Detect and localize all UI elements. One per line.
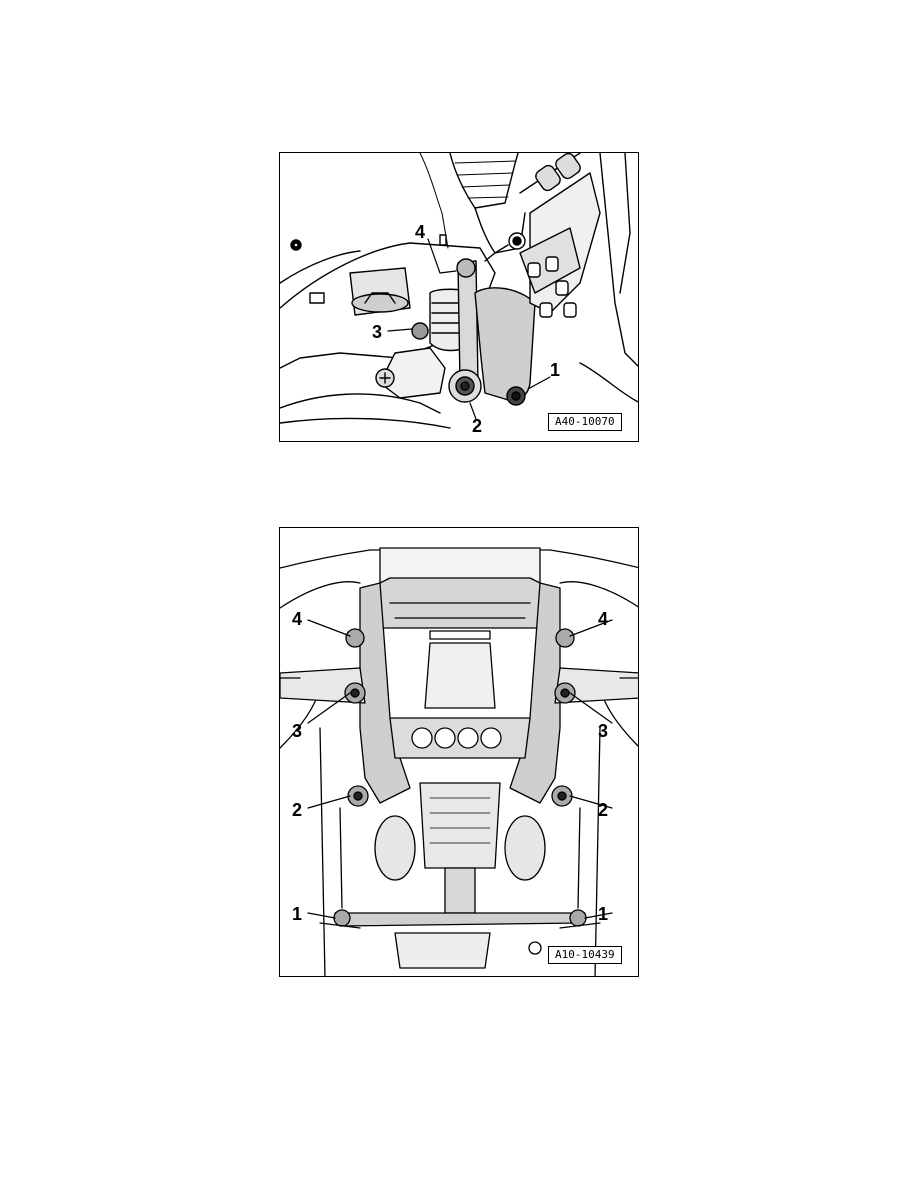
callout-right-4: 4 <box>598 609 609 629</box>
callout-1: 1 <box>550 360 561 380</box>
figure-reference-label: A40-10070 <box>548 413 622 432</box>
subframe-illustration <box>280 547 638 976</box>
callout-right-1: 1 <box>598 904 609 924</box>
callout-2: 2 <box>472 416 483 436</box>
callout-3: 3 <box>372 322 383 342</box>
callout-4: 4 <box>415 222 426 242</box>
callout-right-3: 3 <box>598 721 609 741</box>
callout-right-2: 2 <box>598 800 609 820</box>
callout-left-2: 2 <box>292 800 303 820</box>
callout-left-3: 3 <box>292 721 303 741</box>
figure-reference-label: A10-10439 <box>548 946 622 965</box>
callout-left-1: 1 <box>292 904 303 924</box>
suspension-arm-illustration <box>280 153 638 429</box>
figure-rear-suspension-arm: 1 2 3 4 A40-10070 <box>279 152 639 442</box>
figure-rear-subframe: 4 3 2 1 4 3 2 1 A10-10439 <box>279 527 639 977</box>
callout-left-4: 4 <box>292 609 303 629</box>
